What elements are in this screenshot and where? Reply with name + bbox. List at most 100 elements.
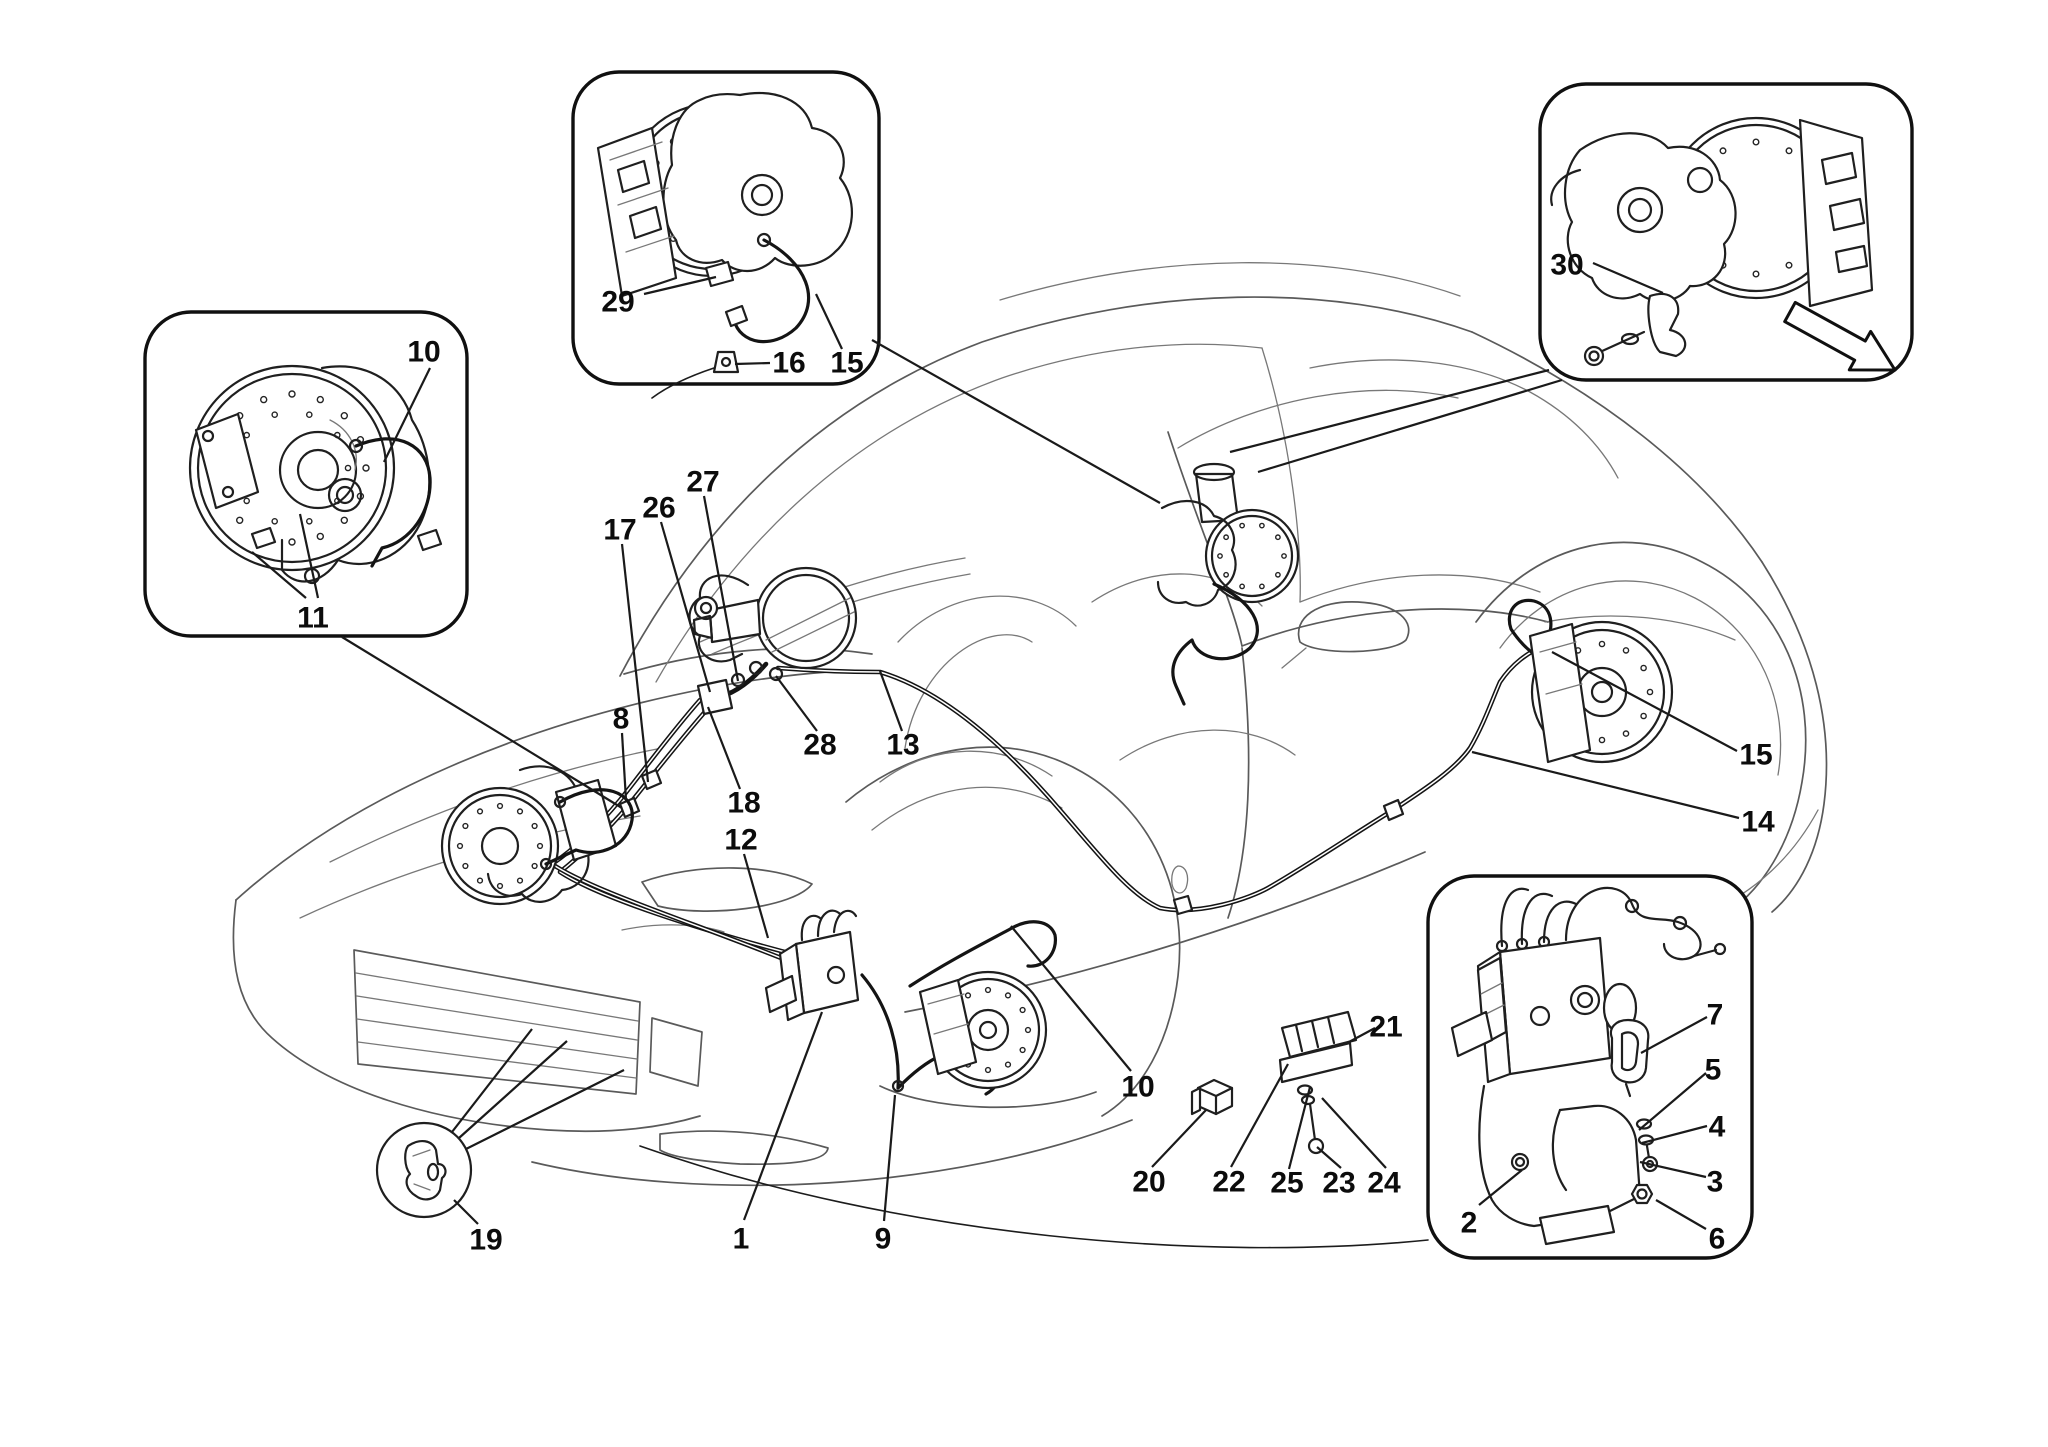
callout-16: 16 (772, 347, 805, 380)
hose-bracket (704, 260, 735, 288)
leader-line-26 (465, 1069, 625, 1150)
mounting-nut (1630, 1183, 1654, 1205)
leader-line-37 (1639, 1160, 1707, 1179)
side-mirror (1297, 601, 1410, 653)
callout-24: 24 (1367, 1167, 1401, 1200)
front-caliper (918, 978, 978, 1076)
brake-pipes (549, 598, 1553, 1249)
rear-brake-pipe (775, 643, 1547, 913)
rear-wheel-brake (1528, 620, 1674, 764)
abs-pump-body (1498, 936, 1612, 1076)
pipe-clip (640, 768, 663, 791)
door-handle (1171, 865, 1189, 894)
rear-brake-hose (1507, 598, 1553, 660)
callout-11: 11 (297, 602, 329, 635)
leader-line-21 (742, 1011, 824, 1221)
leader-line-34 (1640, 1016, 1708, 1054)
leader-line-36 (1641, 1124, 1708, 1145)
leader-line-7 (871, 339, 1161, 504)
leader-line-4 (643, 275, 717, 296)
handbrake-cable (354, 437, 432, 568)
callout-21: 21 (1369, 1011, 1402, 1044)
callout-2: 2 (1461, 1207, 1478, 1240)
callout-10: 10 (1121, 1071, 1154, 1104)
headlight (641, 867, 813, 912)
leader-line-32 (1321, 1097, 1387, 1169)
callout-27: 27 (686, 466, 719, 499)
callout-23: 23 (1322, 1167, 1355, 1200)
leader-line-24 (451, 1028, 533, 1133)
clip-and-relay-parts (1190, 1010, 1358, 1155)
direction-arrow-icon (1783, 300, 1897, 372)
callout-30: 30 (1550, 249, 1583, 282)
leader-line-11 (620, 543, 650, 783)
leader-line-27 (1010, 925, 1132, 1072)
park-brake-bracket (1647, 292, 1687, 358)
leader-line-12 (659, 521, 712, 693)
grille (353, 949, 641, 1095)
callout-22: 22 (1212, 1166, 1245, 1199)
steering-wheel (904, 634, 1033, 749)
leader-line-23 (453, 1199, 479, 1225)
leader-line-18 (742, 853, 770, 939)
callout-9: 9 (875, 1223, 892, 1256)
leader-line-20 (1471, 750, 1740, 820)
inset-front-brake-hose-art (596, 91, 853, 399)
callout-6: 6 (1709, 1223, 1726, 1256)
callout-8: 8 (613, 703, 630, 736)
grommet (1609, 1018, 1650, 1084)
fog-lamp (659, 1130, 829, 1166)
callout-12: 12 (724, 824, 757, 857)
leader-line-8 (1592, 261, 1664, 295)
rear-caliper (1528, 622, 1592, 764)
leader-line-38 (1478, 1169, 1523, 1206)
leader-line-33 (1348, 1027, 1376, 1043)
leader-line-31 (1316, 1146, 1342, 1169)
connector-sweep-line (639, 1145, 1429, 1249)
leader-line-25 (458, 1040, 568, 1139)
pad-wear-sensor (712, 350, 740, 374)
leader-line-6 (815, 293, 843, 350)
callout-15: 15 (1739, 739, 1772, 772)
pipe-clip (1172, 894, 1194, 916)
leader-line-28 (1151, 1109, 1207, 1168)
leader-line-14 (620, 732, 628, 801)
inset-front-left-brake-box (143, 310, 469, 638)
callout-14: 14 (1741, 806, 1775, 839)
leader-line-3 (341, 636, 623, 809)
leader-line-16 (775, 675, 818, 732)
pipe-clip (1382, 798, 1405, 822)
callout-29: 29 (601, 286, 634, 319)
callout-25: 25 (1270, 1167, 1303, 1200)
callout-28: 28 (803, 729, 836, 762)
leader-line-15 (706, 706, 742, 790)
relay-bolt (1308, 1102, 1317, 1142)
callout-19: 19 (469, 1224, 502, 1257)
inset-abs-unit-art (1450, 886, 1727, 1246)
leader-lines (251, 261, 1740, 1230)
leader-line-39 (1655, 1199, 1707, 1230)
front-hose (732, 238, 811, 344)
callout-20: 20 (1132, 1166, 1165, 1199)
inset-rear-brake-art (1550, 116, 1897, 372)
callout-4: 4 (1709, 1111, 1726, 1144)
inset-abs-unit-box (1426, 874, 1754, 1260)
rear-left-brake-on-car (1156, 462, 1300, 706)
callout-15: 15 (830, 347, 863, 380)
leader-line-0 (383, 367, 431, 463)
pipe-junction-block (696, 678, 734, 716)
brake-booster-master-cylinder (688, 566, 858, 670)
abs-connector (1450, 1010, 1494, 1058)
callout-13: 13 (886, 729, 919, 762)
leader-line-5 (734, 361, 771, 366)
clip-detail-circle (375, 1121, 473, 1219)
callout-10: 10 (407, 336, 440, 369)
leader-line-2 (298, 513, 320, 599)
leader-line-9 (1229, 368, 1550, 454)
abs-unit-on-car (764, 909, 860, 1022)
callout-17: 17 (603, 514, 636, 547)
front-wheel-brake (918, 970, 1048, 1090)
leader-line-30 (1287, 1086, 1312, 1170)
